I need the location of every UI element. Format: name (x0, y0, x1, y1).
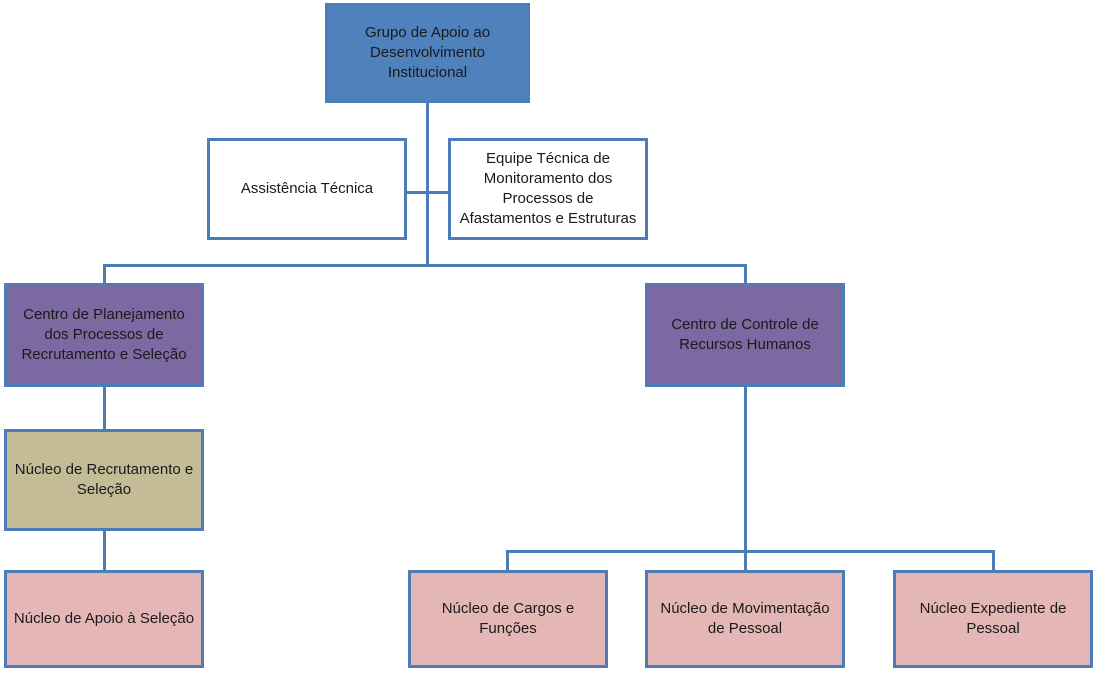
node-equipe-tecnica-monitoramento: Equipe Técnica de Monitoramento dos Proc… (448, 138, 648, 240)
connector-drop-controle (744, 264, 747, 285)
node-label: Centro de Planejamento dos Processos de … (21, 306, 187, 363)
node-label: Equipe Técnica de Monitoramento dos Proc… (459, 150, 637, 227)
connector-drop-expediente (992, 550, 995, 572)
node-nucleo-expediente-pessoal: Núcleo Expediente de Pessoal (893, 570, 1093, 668)
connector-assistants-cross (407, 191, 448, 194)
node-label: Núcleo de Apoio à Seleção (13, 610, 195, 628)
node-nucleo-recrutamento-selecao: Núcleo de Recrutamento e Seleção (4, 429, 204, 531)
node-label: Grupo de Apoio ao Desenvolvimento Instit… (364, 24, 491, 81)
connector-recrutamento-apoio (103, 529, 106, 572)
node-centro-controle-rh: Centro de Controle de Recursos Humanos (645, 283, 845, 387)
connector-root-trunk (426, 103, 429, 267)
connector-drop-cargos (506, 550, 509, 572)
connector-planejamento-recrutamento (103, 385, 106, 431)
node-label: Núcleo de Recrutamento e Seleção (14, 461, 194, 498)
connector-controle-trunk (744, 385, 747, 572)
node-assistencia-tecnica: Assistência Técnica (207, 138, 407, 240)
node-label: Centro de Controle de Recursos Humanos (671, 316, 819, 353)
node-label: Núcleo de Movimentação de Pessoal (660, 600, 830, 637)
node-nucleo-movimentacao-pessoal: Núcleo de Movimentação de Pessoal (645, 570, 845, 668)
node-nucleo-cargos-funcoes: Núcleo de Cargos e Funções (408, 570, 608, 668)
node-label: Núcleo Expediente de Pessoal (919, 600, 1067, 637)
node-grupo-apoio-desenvolvimento: Grupo de Apoio ao Desenvolvimento Instit… (325, 3, 530, 103)
node-centro-planejamento: Centro de Planejamento dos Processos de … (4, 283, 204, 387)
connector-branch-upper (103, 264, 747, 267)
node-label: Assistência Técnica (240, 180, 374, 198)
connector-branch-lower (506, 550, 995, 553)
node-nucleo-apoio-selecao: Núcleo de Apoio à Seleção (4, 570, 204, 668)
connector-drop-planejamento (103, 264, 106, 285)
node-label: Núcleo de Cargos e Funções (441, 600, 575, 637)
